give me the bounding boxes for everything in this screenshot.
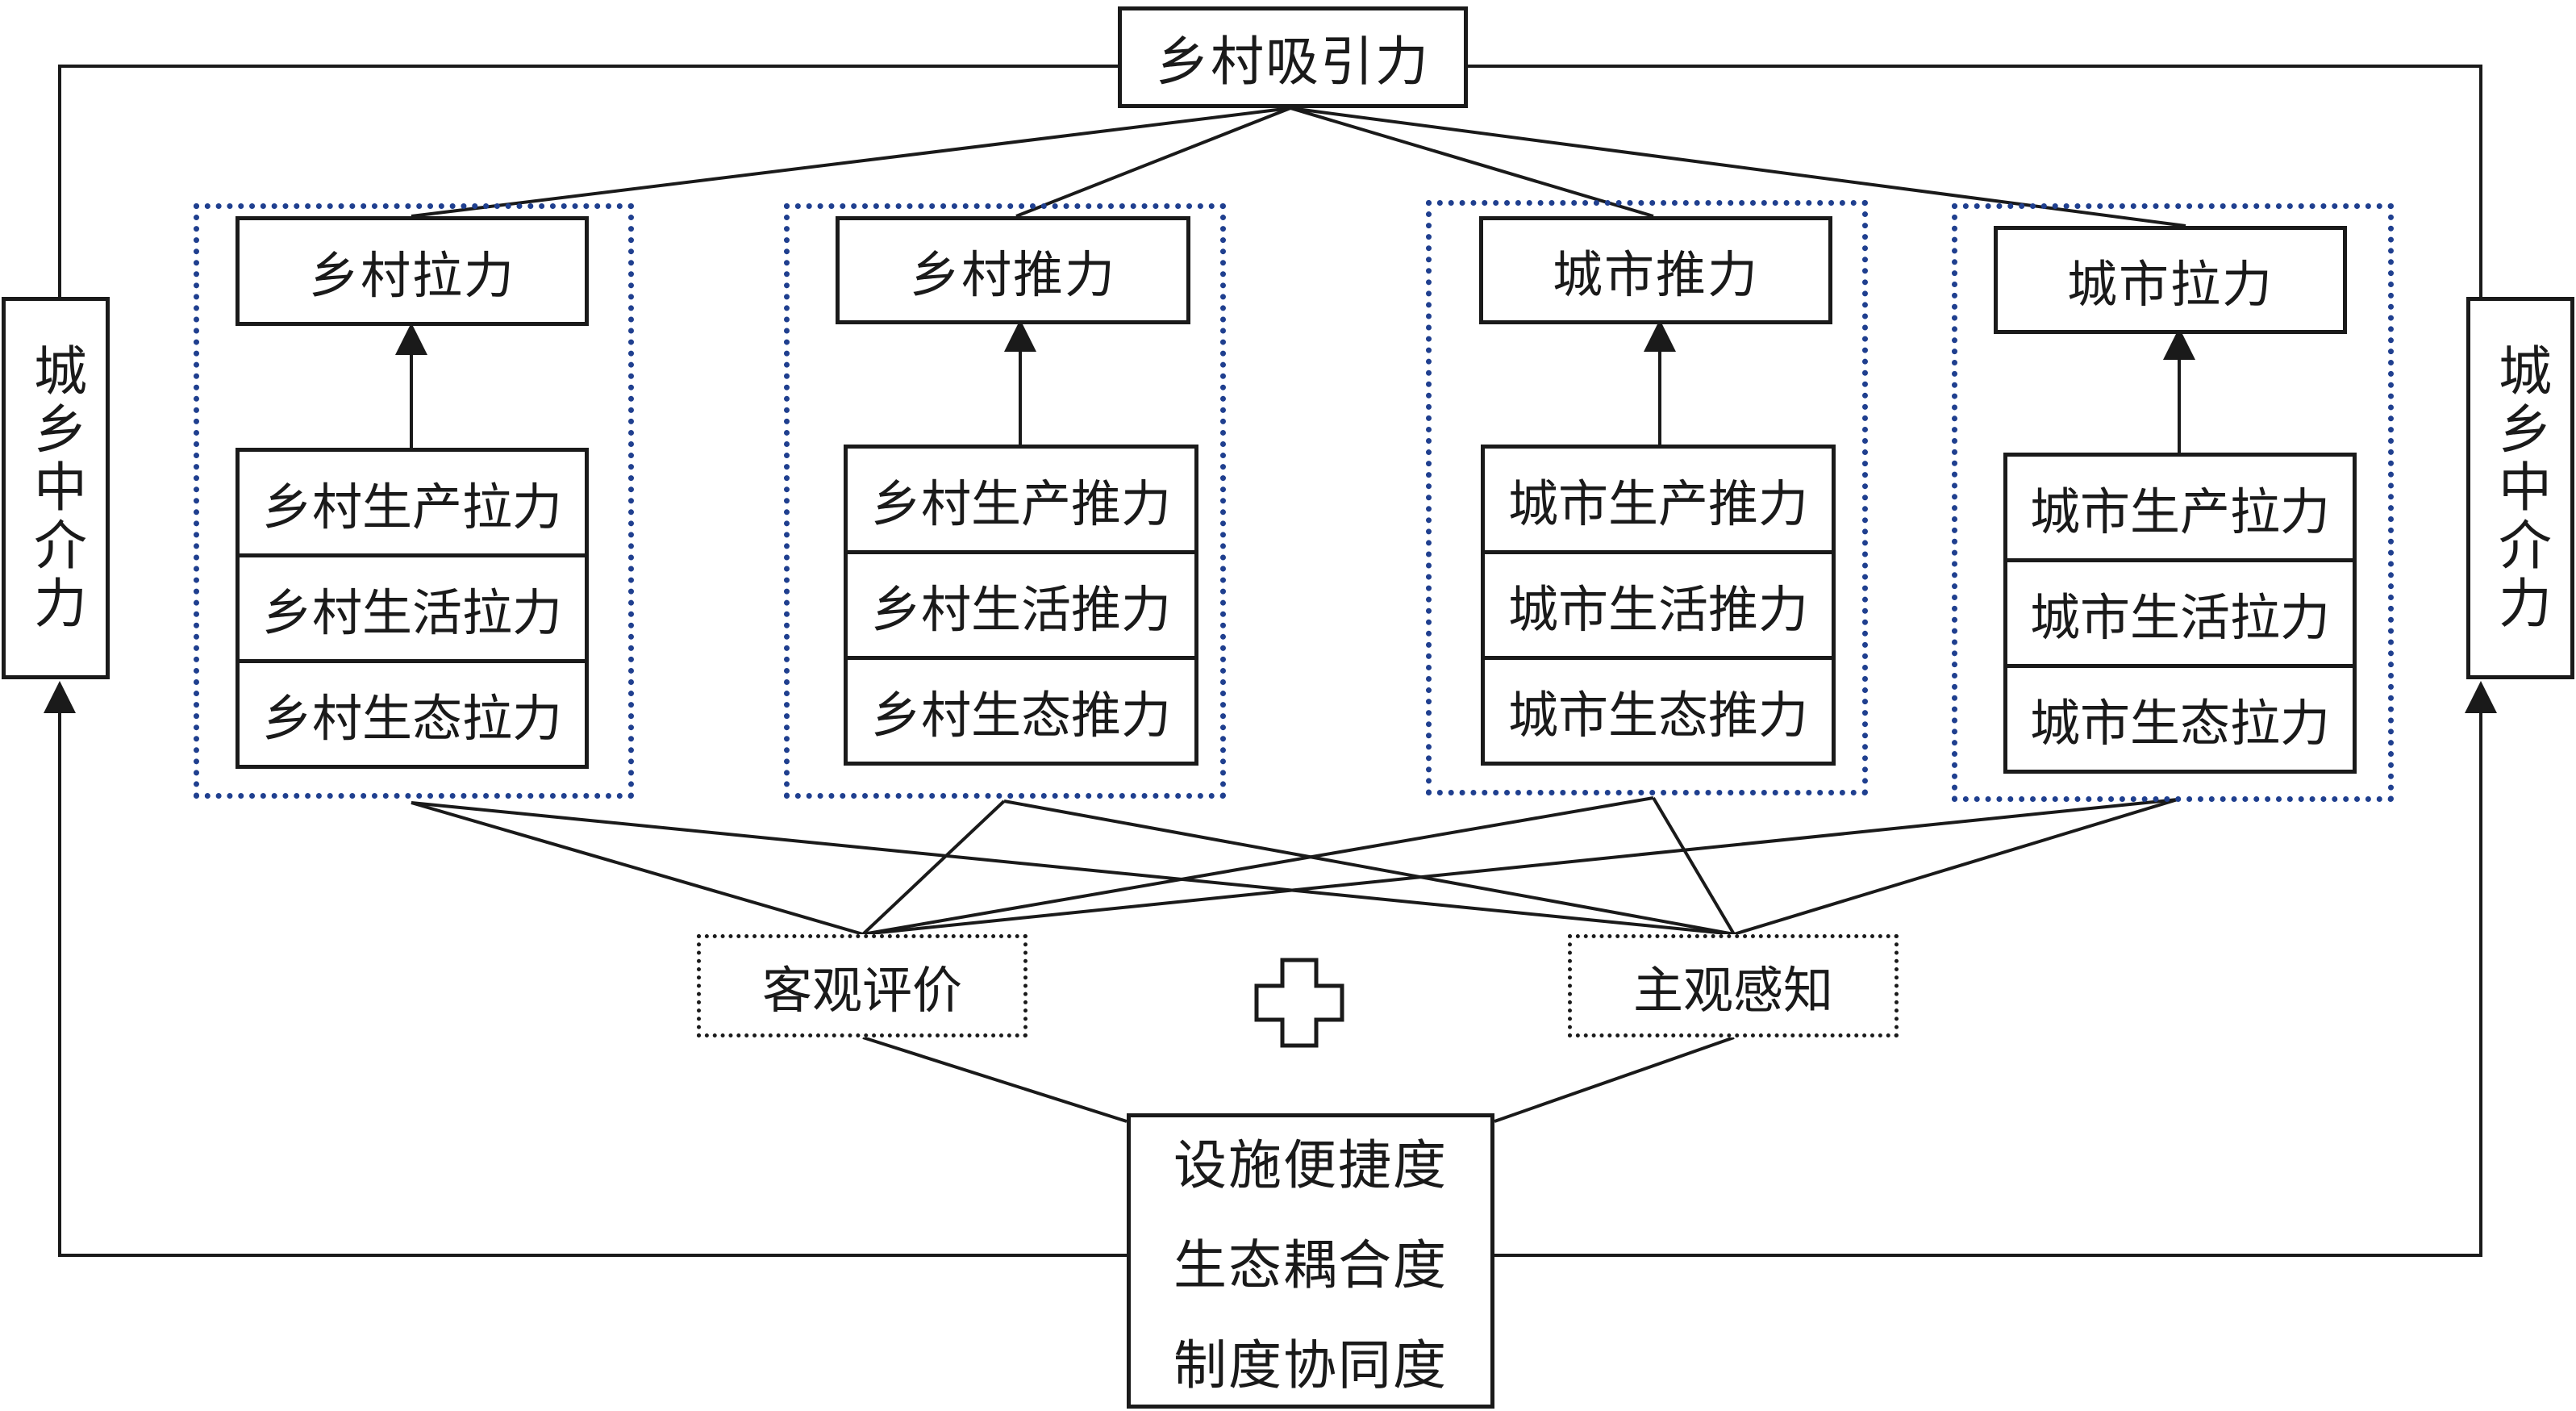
coordination-indicators-box: 设施便捷度 生态耦合度 制度协同度 bbox=[1127, 1113, 1494, 1409]
factor-stack-rural-push: 乡村生产推力 乡村生活推力 乡村生态推力 bbox=[844, 445, 1198, 766]
ecological-coupling-label: 生态耦合度 bbox=[1173, 1234, 1448, 1296]
factor-stack-urban-pull: 城市生产拉力 城市生活拉力 城市生态拉力 bbox=[2003, 453, 2357, 774]
factor-ecology: 城市生态拉力 bbox=[2007, 664, 2353, 770]
objective-evaluation-box: 客观评价 bbox=[697, 934, 1027, 1037]
factor-stack-rural-pull: 乡村生产拉力 乡村生活拉力 乡村生态拉力 bbox=[236, 448, 589, 769]
facility-convenience-label: 设施便捷度 bbox=[1173, 1134, 1448, 1196]
group-head-urban-push: 城市推力 bbox=[1479, 216, 1832, 324]
plus-icon bbox=[1254, 958, 1344, 1048]
group-rural-pull bbox=[194, 203, 634, 799]
factor-production: 城市生产推力 bbox=[1507, 474, 1808, 533]
factor-production: 城市生产拉力 bbox=[2029, 482, 2330, 541]
group-head-rural-pull: 乡村拉力 bbox=[236, 216, 589, 326]
factor-living: 乡村生活推力 bbox=[848, 550, 1194, 656]
subjective-perception-box: 主观感知 bbox=[1568, 934, 1899, 1037]
group-urban-pull bbox=[1952, 203, 2394, 802]
factor-ecology: 乡村生态推力 bbox=[848, 656, 1194, 762]
group-urban-push bbox=[1426, 200, 1868, 795]
factor-living: 乡村生活拉力 bbox=[240, 553, 585, 659]
factor-stack-urban-push: 城市生产推力 城市生活推力 城市生态推力 bbox=[1481, 445, 1836, 766]
group-head-urban-pull: 城市拉力 bbox=[1994, 226, 2347, 334]
rural-attraction-box: 乡村吸引力 bbox=[1118, 6, 1468, 108]
factor-living: 城市生活拉力 bbox=[2007, 558, 2353, 664]
group-rural-push bbox=[784, 203, 1226, 799]
factor-production: 乡村生产拉力 bbox=[261, 478, 562, 536]
left-side-label: 城乡中介力 bbox=[25, 343, 87, 633]
left-urban-rural-mediation-box: 城乡中介力 bbox=[2, 297, 110, 679]
factor-production: 乡村生产推力 bbox=[870, 474, 1171, 533]
institutional-synergy-label: 制度协同度 bbox=[1173, 1334, 1448, 1396]
group-head-rural-push: 乡村推力 bbox=[836, 216, 1190, 324]
factor-ecology: 城市生态推力 bbox=[1485, 656, 1832, 762]
right-urban-rural-mediation-box: 城乡中介力 bbox=[2466, 297, 2574, 679]
right-side-label: 城乡中介力 bbox=[2490, 343, 2552, 633]
factor-ecology: 乡村生态拉力 bbox=[240, 659, 585, 765]
factor-living: 城市生活推力 bbox=[1485, 550, 1832, 656]
